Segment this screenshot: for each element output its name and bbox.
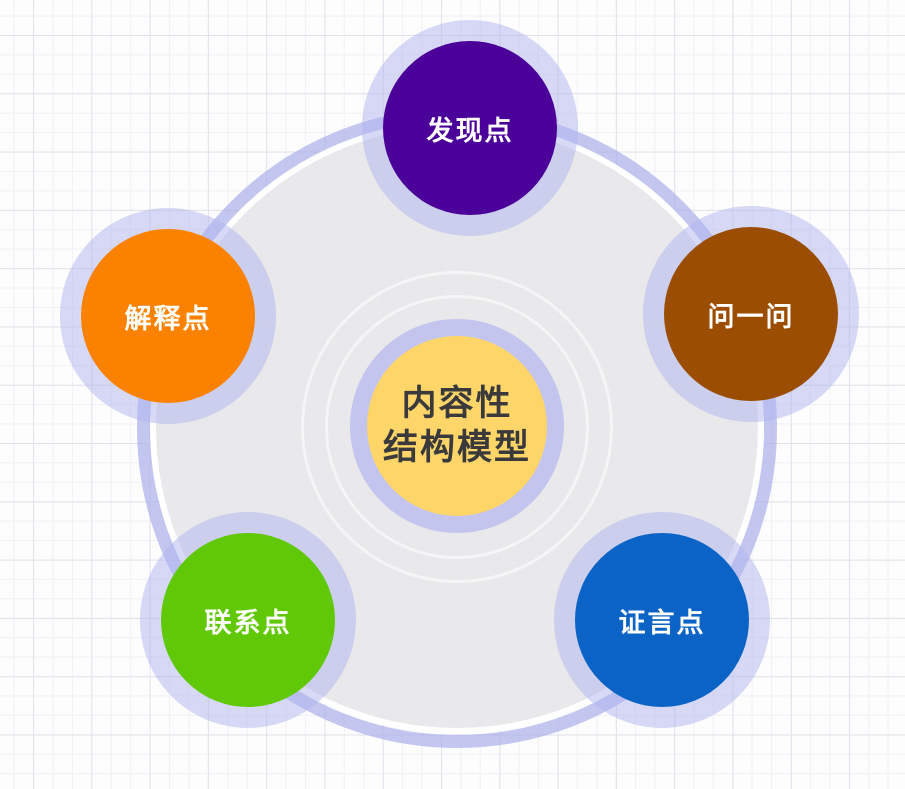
- node-bubble-explanation: 解释点: [81, 229, 255, 403]
- node-right: 问一问: [643, 206, 859, 422]
- node-top: 发现点: [362, 20, 578, 236]
- node-bottom-right: 证言点: [554, 512, 770, 728]
- node-label: 发现点: [426, 115, 514, 146]
- node-bottom-left: 联系点: [140, 512, 356, 728]
- node-bubble-ask: 问一问: [664, 227, 838, 401]
- hub-title-line1: 内容性: [401, 384, 513, 423]
- node-label: 问一问: [707, 301, 795, 332]
- node-label: 解释点: [124, 303, 212, 334]
- hub-circle: 内容性 结构模型: [367, 336, 547, 516]
- node-bubble-connection: 联系点: [161, 533, 335, 707]
- node-label: 联系点: [204, 607, 292, 638]
- hub-title-line2: 结构模型: [382, 428, 531, 467]
- node-label: 证言点: [618, 607, 706, 638]
- node-bubble-discovery: 发现点: [383, 41, 557, 215]
- hub-ring: 内容性 结构模型: [350, 319, 564, 533]
- node-bubble-testimony: 证言点: [575, 533, 749, 707]
- node-left: 解释点: [60, 208, 276, 424]
- faint-outer-ring: [301, 271, 613, 583]
